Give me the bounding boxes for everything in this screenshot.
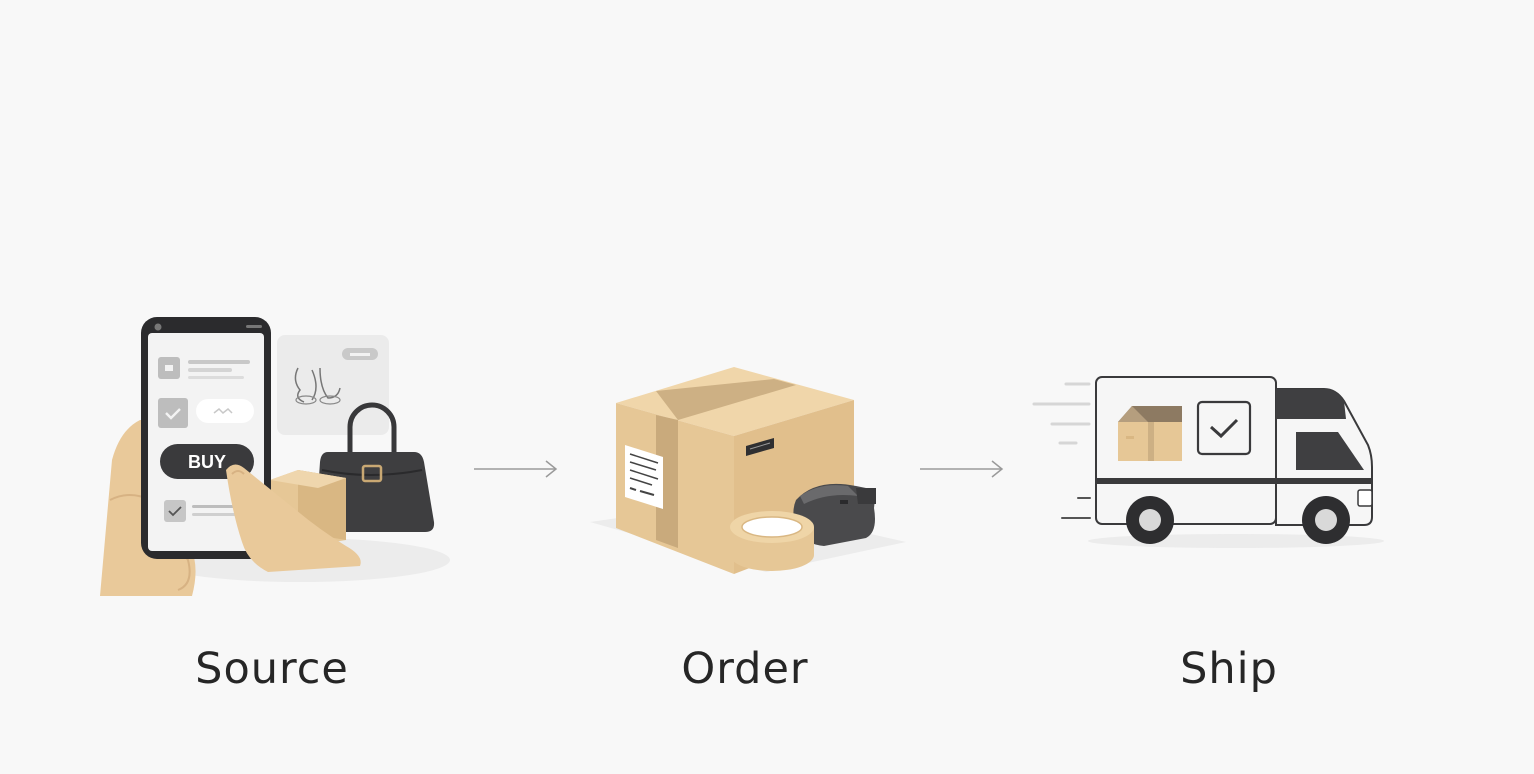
speed-lines-icon	[1032, 382, 1091, 519]
truck-wheels-icon	[1126, 496, 1350, 544]
step-label-ship: Ship	[1180, 644, 1278, 694]
product-card	[277, 335, 389, 435]
delivery-truck-icon	[1032, 376, 1384, 548]
right-hand-icon	[226, 464, 361, 572]
phone-shopping-icon: BUY	[100, 317, 450, 596]
package-box-icon	[590, 367, 906, 574]
step-label-source: Source	[195, 644, 349, 694]
truck-box-icon	[1118, 406, 1182, 461]
tape-dispenser-icon	[793, 483, 876, 546]
flow-arrow-1-icon	[474, 460, 558, 478]
flow-arrow-2-icon	[920, 460, 1004, 478]
shipping-label-icon	[625, 445, 663, 509]
tape-roll-icon	[730, 511, 814, 571]
check-badge-icon	[1196, 400, 1252, 456]
step-label-order: Order	[681, 644, 809, 694]
buy-button-label: BUY	[188, 452, 226, 472]
